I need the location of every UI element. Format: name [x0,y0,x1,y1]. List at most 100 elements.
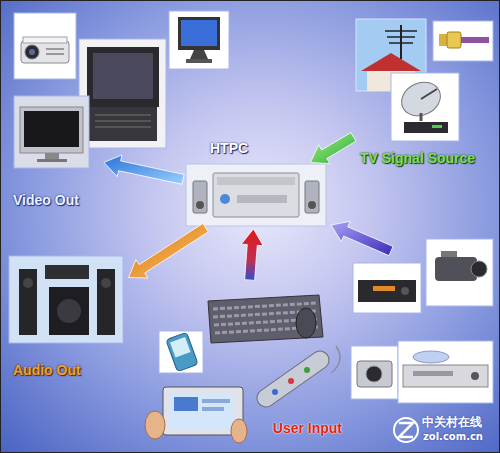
remote-control [288,378,294,384]
speakers-tile [45,265,89,279]
flat-tv-tile [14,96,89,168]
dvd-player-tile [398,341,493,403]
speakers-tile [9,256,123,343]
pda-tile [159,331,203,373]
flat-tv-tile [24,111,79,147]
satellite-dish-tile [391,73,459,141]
dvd-player-tile [471,372,479,380]
flat-tv-tile [20,107,83,153]
group-label: User Input [273,420,342,437]
video-out-group: Video Out [9,91,101,213]
crt-tv-tile [95,120,151,122]
crt-tv-tile [95,126,151,128]
cable-tile [433,21,493,61]
antenna-tile [400,25,402,59]
crt-tv-tile [79,39,166,148]
signal-arrow [310,133,355,164]
htpc-illustration [193,181,207,213]
dvd-player-tile [398,341,493,403]
group-label: Video Out [13,192,79,209]
htpc-illustration [220,194,230,204]
camera-tile [357,361,392,387]
watermark-text: zol.com.cn [423,431,483,442]
cable-tile [433,21,493,61]
device-arrow [331,221,393,255]
tablet-with-hands [170,393,234,429]
group-label: HTPC [210,140,248,157]
receiver-tile [358,280,416,302]
speakers-tile [57,299,81,323]
crt-tv-tile [89,107,157,141]
receiver-tile [353,263,421,313]
remote-control [253,348,332,411]
device-arrow [331,221,393,255]
monitor-tile [169,11,229,69]
remote-control [272,389,278,395]
user-input-group: User Input [141,283,346,441]
pda-tile [170,337,191,358]
monitor-tile [186,59,212,63]
htpc-box: HTPC [186,164,326,226]
monitor-tile [181,20,217,46]
projector-tile [46,48,64,50]
htpc-illustration [308,201,316,209]
flat-tv-tile [14,96,89,168]
monitor-tile [178,17,220,50]
dvd-player-tile [403,365,488,387]
crt-tv-tile [95,114,151,116]
projector-tile [14,13,76,79]
watermark-logo [399,423,413,437]
satellite-dish-tile [396,76,446,122]
receiver-tile [353,263,421,313]
speakers-tile [23,278,33,288]
remote-control [253,346,340,410]
htpc-illustration [186,164,326,226]
group-label: TV Signal Source [360,150,475,167]
satellite-dish-tile [391,73,459,141]
cable-tile [461,37,489,43]
keyboard [208,295,323,343]
cable-tile [447,32,461,48]
projector-tile [23,37,67,43]
crt-tv-tile [79,39,166,148]
keyboard [208,295,323,343]
tablet-with-hands [145,411,165,439]
projector-tile [14,13,76,79]
tablet-with-hands [231,419,247,443]
tv-source-group: TV Signal Source [356,16,496,171]
signal-arrow [241,229,263,280]
watermark-logo [394,418,418,442]
camcorder-tile [471,261,487,277]
dvd-player-tile [413,371,453,376]
camera-tile [351,346,398,399]
remote-control [331,346,340,373]
crt-tv-tile [93,53,153,99]
projector-tile [21,41,69,63]
htpc-illustration [186,164,326,226]
antenna-tile [361,53,421,71]
receiver-tile [401,287,409,295]
remote-control [304,367,310,373]
speakers-tile [9,256,123,343]
keyboard [296,308,316,338]
audio-out-group: Audio Out [9,251,126,383]
monitor-tile [169,11,229,69]
crt-tv-tile [87,47,159,107]
tablet-with-hands [202,407,224,411]
htpc-illustration [217,177,295,185]
flat-tv-tile [37,159,67,162]
htpc-illustration [237,195,287,203]
speakers-tile [49,287,89,335]
tablet-with-hands [145,387,247,443]
dvd-player-tile [413,351,449,363]
satellite-dish-tile [432,125,442,128]
camera-tile [351,346,398,399]
signal-arrow [129,223,209,278]
cable-tile [439,34,447,46]
projector-tile [29,49,35,55]
antenna-tile [385,30,417,32]
speakers-tile [19,269,37,335]
